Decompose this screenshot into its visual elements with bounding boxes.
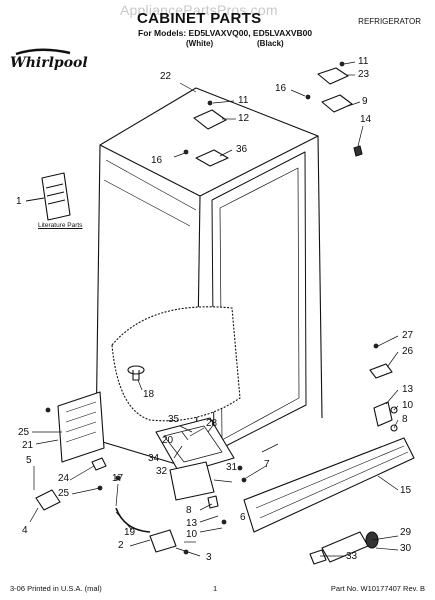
callout-12: 12 [238,113,250,124]
callout-27: 27 [402,330,414,341]
damper-cylinder [321,531,379,563]
callout-14: 14 [360,114,372,125]
callout-10: 10 [402,400,414,411]
callout-5: 5 [26,455,32,466]
callout-15: 15 [400,485,412,496]
leveler-parts-right [369,363,398,432]
screw-icon [97,485,103,491]
callout-32: 32 [156,466,168,477]
callout-25: 25 [18,427,30,438]
callout-8: 8 [402,414,408,425]
screws [45,61,379,555]
callout-16: 16 [275,83,287,94]
callout-13: 13 [186,518,198,529]
solenoid-part [35,489,61,511]
callout-29: 29 [400,527,412,538]
water-valve [149,529,177,553]
screw-icon [221,519,227,525]
screw-icon [183,149,189,155]
callout-36: 36 [236,144,248,155]
callout-22: 22 [160,71,172,82]
callout-11: 11 [358,56,369,67]
top-hinge-right [317,67,363,157]
callout-3: 3 [206,552,212,563]
callout-17: 17 [112,473,124,484]
bracket-small [207,495,219,509]
callout-11: 11 [238,95,249,106]
screw-icon [45,407,51,413]
logo-text: Whirlpool [10,55,88,71]
callout-24: 24 [58,473,70,484]
screw-icon [207,100,213,106]
department-label: REFRIGERATOR [358,17,421,26]
callout-13: 13 [402,384,414,395]
callout-28: 28 [206,418,218,429]
callout-34: 34 [148,453,160,464]
brand-logo: Whirlpool [10,48,88,78]
callout-31: 31 [226,462,238,473]
clip-part [91,457,107,471]
callout-1: 1 [16,196,22,207]
black-label: (Black) [257,39,284,48]
page-title: CABINET PARTS [137,10,262,27]
callout-7: 7 [264,459,270,470]
literature-parts-booklet [25,172,71,221]
callout-26: 26 [402,346,414,357]
water-tube [115,507,151,533]
screw-icon [373,343,379,349]
callout-18: 18 [143,389,155,400]
footer-print-info: 3-06 Printed in U.S.A. (mal) [10,584,102,593]
screw-icon [237,465,243,471]
callout-9: 9 [362,96,368,107]
callout-19: 19 [124,527,136,538]
footer-page-number: 1 [213,584,218,593]
drain-fitting-stem [132,370,140,381]
damper-clip [309,549,327,565]
screw-icon [305,94,311,100]
callout-33: 33 [346,551,358,562]
drain-fitting [127,365,145,375]
machine-bracket [155,417,235,501]
callout-21: 21 [22,440,34,451]
callout-4: 4 [22,525,28,536]
callout-20: 20 [162,435,174,446]
screw-icon [183,549,189,555]
callout-16: 16 [151,155,163,166]
logo-swoosh-icon [15,48,71,56]
callout-25: 25 [58,488,70,499]
screw-icon [241,477,247,483]
screw-icon [115,475,121,481]
callout-6: 6 [240,512,246,523]
white-label: (White) [186,39,214,48]
leader-lines [29,61,399,557]
callout-35: 35 [168,414,180,425]
callout-23: 23 [358,69,370,80]
toe-grille [243,437,415,533]
screw-icon [339,61,345,67]
cutaway-view [111,306,241,422]
footer-part-number: Part No. W10177407 Rev. B [330,584,425,593]
top-hinge-left [193,109,229,167]
watermark: AppliancePartsPros.com [120,2,278,18]
callout-10: 10 [186,529,198,540]
models-line: For Models: ED5LVAXVQ00, ED5LVAXVB00 [138,28,313,38]
side-louver-panel [57,391,105,463]
literature-parts-label: Literature Parts [38,222,83,229]
callout-30: 30 [400,543,412,554]
callout-2: 2 [118,540,124,551]
callout-8: 8 [186,505,192,516]
